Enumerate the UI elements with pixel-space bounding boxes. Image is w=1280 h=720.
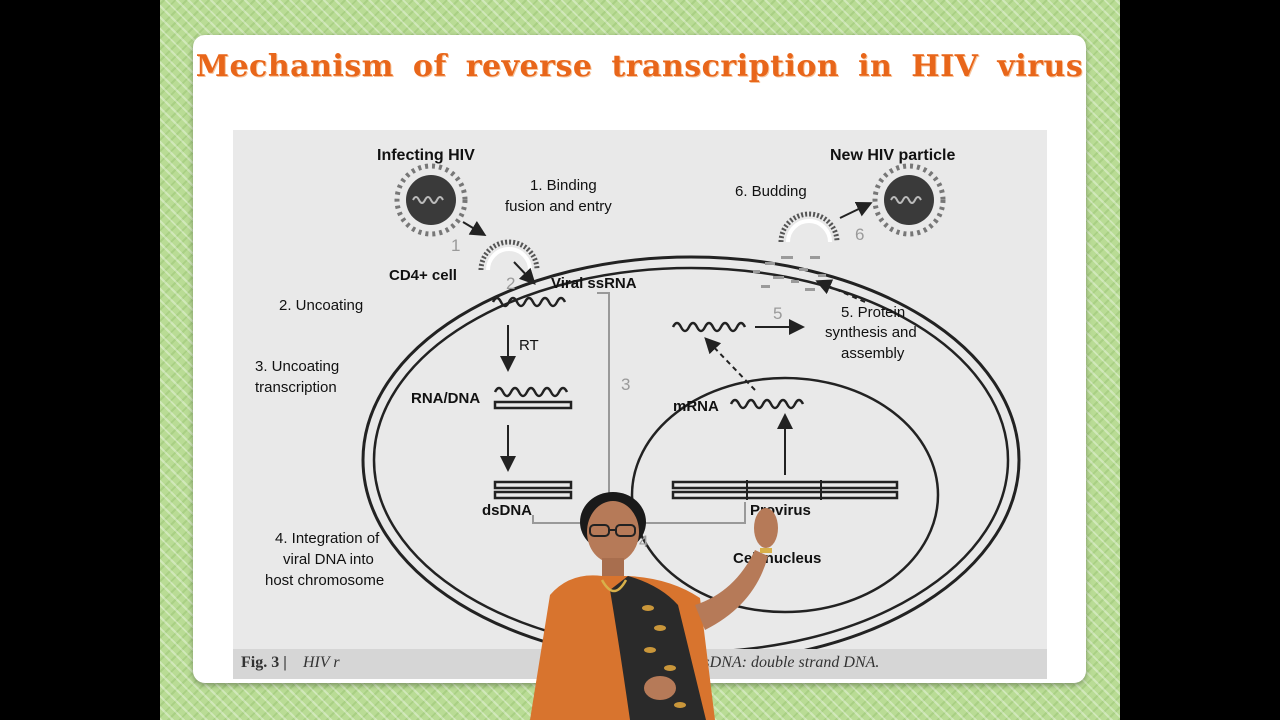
uncoating-arrow <box>513 261 536 285</box>
caption-text-part1: HIV r <box>303 654 340 671</box>
host-chromosome-strand-1 <box>671 480 899 490</box>
step3-bracket <box>597 292 610 499</box>
step6-label: 6. Budding <box>735 183 807 200</box>
cd4-cell-label: CD4+ cell <box>389 267 457 284</box>
cell-membrane-outer <box>361 255 1021 650</box>
step5-label-line2: synthesis and <box>825 324 917 341</box>
slide: Mechanism of reverse transcription in HI… <box>193 35 1086 683</box>
step5-label-line3: assembly <box>841 345 905 362</box>
step3-number: 3 <box>621 375 630 394</box>
mrna-strand <box>729 398 805 410</box>
new-hiv-particle-label: New HIV particle <box>830 147 955 164</box>
caption-fig-label: Fig. 3 | <box>241 654 287 671</box>
dsdna-strand-2 <box>493 490 573 500</box>
new-hiv-particle <box>872 163 946 237</box>
step1-label-line1: 1. Binding <box>530 177 597 194</box>
cell-nucleus-membrane <box>630 376 940 614</box>
rna-dna-label: RNA/DNA <box>411 390 480 407</box>
rna-dna-dna-strand <box>493 400 573 410</box>
viral-ssrna-label: Viral ssRNA <box>551 275 637 292</box>
mrna-label: mRNA <box>673 398 719 415</box>
budding-site <box>753 211 840 291</box>
slide-title: Mechanism of reverse transcription in HI… <box>195 49 1084 84</box>
step2-number: 2 <box>506 274 515 293</box>
cell-membrane-inner <box>372 266 1010 650</box>
mrna-export-arrow <box>704 337 756 391</box>
entry-arrow <box>462 220 487 237</box>
budding-arrow <box>839 202 873 219</box>
step1-label-line2: fusion and entry <box>505 198 612 215</box>
step4-label-line2: viral DNA into <box>283 551 374 568</box>
cytoplasmic-mrna <box>671 321 747 333</box>
step3-label-line2: transcription <box>255 379 337 396</box>
step5-number: 5 <box>773 304 782 323</box>
presenter-figure <box>530 492 778 720</box>
step1-number: 1 <box>451 236 460 255</box>
rna-dna-rna-strand <box>493 386 569 398</box>
viral-ssrna-strand <box>491 296 567 308</box>
step6-number: 6 <box>855 225 864 244</box>
figure-caption: Fig. 3 | HIV r erse transcriptase; dsDNA… <box>241 654 879 672</box>
slide-background: Mechanism of reverse transcription in HI… <box>160 0 1120 720</box>
infecting-hiv-particle <box>394 163 468 237</box>
dsdna-label: dsDNA <box>482 502 532 519</box>
rt-label: RT <box>519 337 539 354</box>
host-chromosome-strand-2 <box>671 490 899 500</box>
step4-label-line1: 4. Integration of <box>275 530 380 547</box>
step4-number: 4 <box>639 532 648 551</box>
entry-bud <box>478 239 540 271</box>
step2-label: 2. Uncoating <box>279 297 363 314</box>
step4-label-line3: host chromosome <box>265 572 384 589</box>
dsdna-strand-1 <box>493 480 573 490</box>
step5-label-line1: 5. Protein <box>841 304 905 321</box>
infecting-hiv-label: Infecting HIV <box>377 147 475 164</box>
step3-label-line1: 3. Uncoating <box>255 358 339 375</box>
